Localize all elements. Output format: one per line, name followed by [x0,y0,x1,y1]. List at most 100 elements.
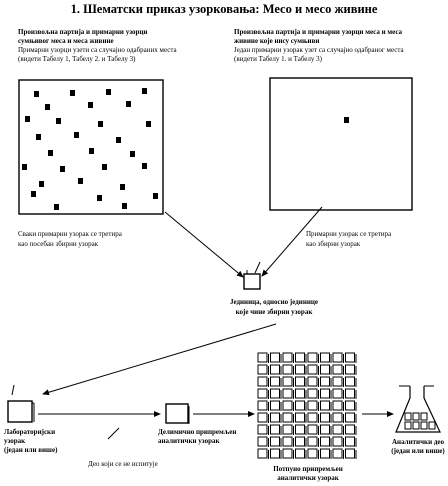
prepared-sample-cell [295,376,307,387]
primary-sample-square [89,148,94,154]
arrow-unit-to-lab-sample [42,323,277,396]
left-desc-line-2: (видети Табелу 1, Табелу 2. и Табелу 3) [18,55,136,63]
prepared-sample-cell [320,352,332,363]
prepared-sample-cell [320,364,332,375]
fully-prepared-grid [257,352,357,459]
prepared-sample-cell [307,436,319,447]
prepared-sample-cell [295,400,307,411]
partial-prep-box [165,403,189,424]
prepared-sample-cell [320,436,332,447]
prepared-sample-cell [332,412,344,423]
prepared-sample-cell [295,424,307,435]
prepared-sample-cell [307,400,319,411]
primary-sample-square [130,151,135,157]
prepared-sample-cell [345,412,357,423]
prepared-sample-cell [345,352,357,363]
partial-prep-label-line-1: Делимично припремљен [158,428,237,436]
primary-sample-square [36,134,41,140]
analytic-part-label-line-1: Аналитички део [392,438,444,446]
prepared-sample-cell [295,388,307,399]
prepared-sample-cell [332,352,344,363]
primary-sample-square [60,166,65,172]
primary-sample-square [70,90,75,96]
prepared-sample-cell [345,364,357,375]
prepared-sample-cell [257,376,269,387]
primary-sample-square [142,88,147,94]
prepared-sample-cell [307,412,319,423]
prepared-sample-cell [320,400,332,411]
prepared-sample-cell [257,448,269,459]
prepared-sample-cell [282,424,294,435]
primary-sample-square [106,89,111,95]
primary-sample-square [31,191,36,197]
prepared-sample-cell [282,436,294,447]
prepared-sample-cell [332,400,344,411]
prepared-sample-cell [295,436,307,447]
prepared-sample-cell [320,388,332,399]
primary-sample-square [74,132,79,138]
prepared-sample-cell [257,424,269,435]
full-prep-label-line-1: Потпуно припремљен [273,465,343,473]
primary-sample-square [146,121,151,127]
primary-sample-square [22,164,27,170]
prepared-sample-cell [307,448,319,459]
prepared-sample-cell [282,376,294,387]
unit-box [243,273,261,290]
lab-sample-box [7,400,33,423]
prepared-sample-cell [345,448,357,459]
lab-sample-label-line-3: (један или више) [4,446,58,454]
unit-label-line-1: Јединица, односно јединице [229,298,319,306]
lab-sample-label-line-2: узорак [4,437,26,445]
prepared-sample-cell [270,412,282,423]
suspicious-lot-square [18,79,164,215]
analytic-part-label-line-2: (један или више) [391,447,445,455]
prepared-sample-cell [257,412,269,423]
primary-sample-square [34,91,39,97]
prepared-sample-cell [295,412,307,423]
prepared-sample-cell [270,376,282,387]
primary-sample-square [56,118,61,124]
primary-sample-square [122,203,127,209]
prepared-sample-cell [295,448,307,459]
primary-sample-square [45,104,50,110]
prepared-sample-cell [345,424,357,435]
prepared-sample-cell [332,436,344,447]
prepared-sample-cell [270,352,282,363]
prepared-sample-cell [282,364,294,375]
primary-sample-square [39,181,44,187]
primary-samples-group [22,88,158,210]
prepared-sample-cell [320,424,332,435]
prepared-sample-cell [282,448,294,459]
right-desc-line-1: Један примарни узорак узет са случајно о… [234,46,404,54]
left-desc-line-1: Примарни узорци узети са случајно одабра… [18,46,177,54]
prepared-sample-cell [282,388,294,399]
prepared-sample-cell [282,352,294,363]
primary-sample-square [54,204,59,210]
prepared-sample-cell [282,400,294,411]
prepared-sample-cell [320,376,332,387]
primary-sample-square [116,137,121,143]
prepared-sample-cell [257,436,269,447]
prepared-sample-cell [270,424,282,435]
primary-sample-square [48,150,53,156]
primary-sample-square [25,116,30,122]
lab-sample-tick [11,384,15,396]
left-heading-line-2: сумњивог меса и меса живине [18,37,114,45]
prepared-sample-cell [270,448,282,459]
primary-sample-square [88,102,93,108]
primary-sample-square [126,101,131,107]
prepared-sample-cell [332,424,344,435]
right-desc-line-2: (видети Табелу 1. и Табелу 3) [234,55,322,63]
prepared-sample-cell [307,424,319,435]
prepared-sample-cell [345,376,357,387]
primary-sample-square [120,184,125,190]
unit-label-line-2: које чине збирни узорак [235,308,313,316]
prepared-sample-cell [332,364,344,375]
prepared-sample-cell [270,364,282,375]
prepared-sample-cell [332,388,344,399]
arrow-left-to-unit [164,211,244,278]
prepared-sample-cell [307,388,319,399]
prepared-sample-cell [257,364,269,375]
partial-prep-label-line-2: аналитички узорак [158,437,220,445]
